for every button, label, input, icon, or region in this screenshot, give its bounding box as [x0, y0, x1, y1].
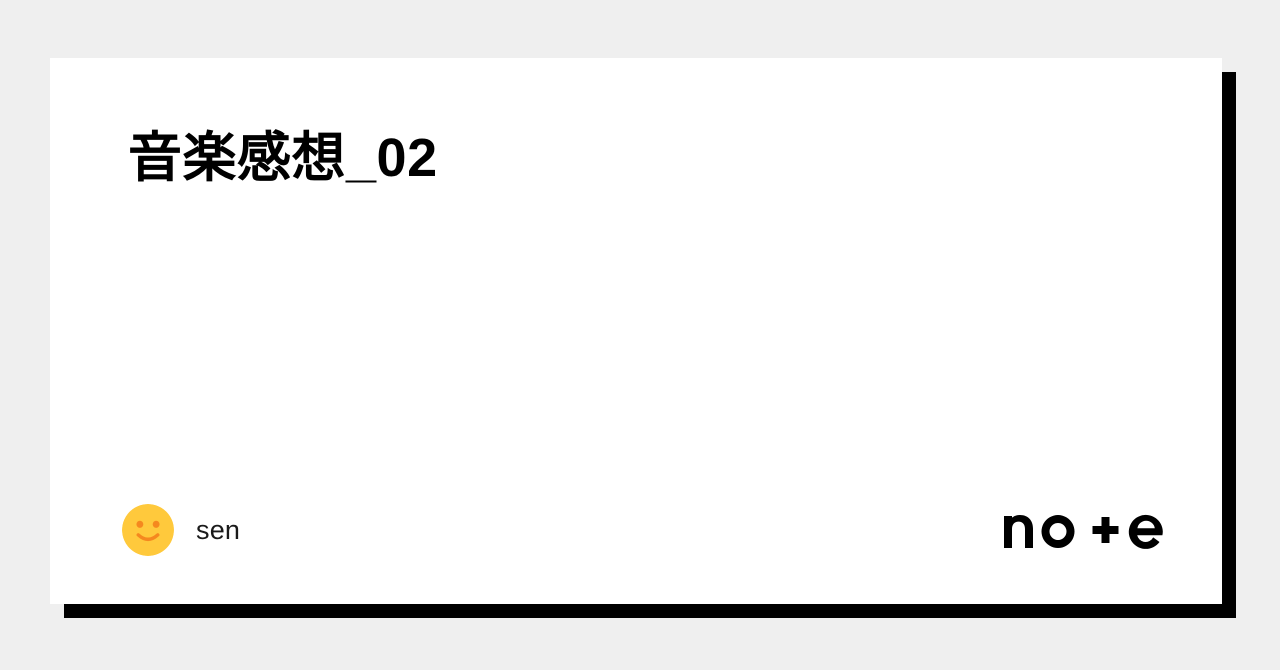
author-name: sen: [196, 514, 241, 545]
note-wordmark-logo: [1004, 514, 1163, 549]
card-footer: sen: [50, 502, 1222, 558]
article-share-card[interactable]: 音楽感想_02 sen: [50, 58, 1222, 604]
page-title: 音楽感想_02: [128, 128, 438, 188]
author-block[interactable]: sen: [122, 504, 240, 556]
smiley-face-avatar-icon: [122, 504, 174, 556]
